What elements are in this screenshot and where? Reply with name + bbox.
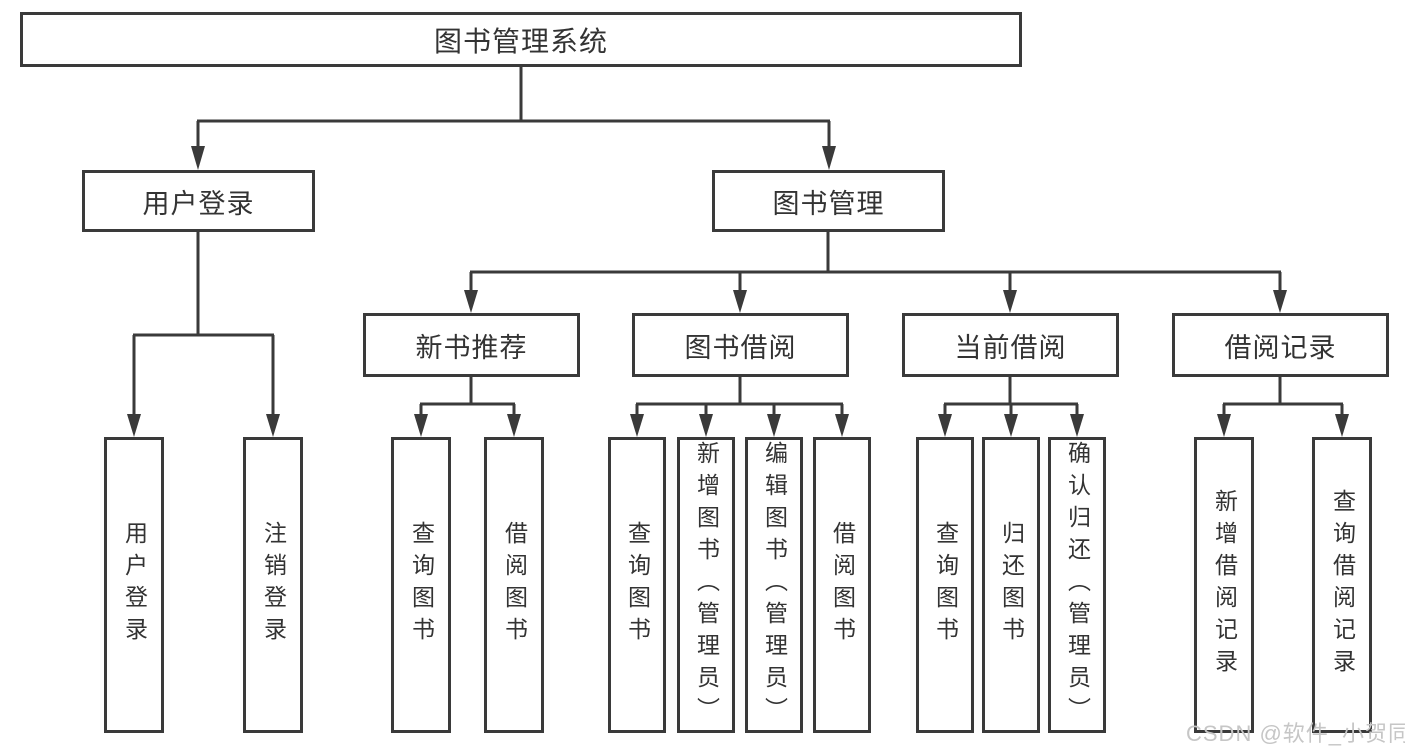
leaf-cb-confirm-return-admin: 确认归还（管理员）: [1048, 437, 1106, 733]
leaf-bb-add-books-admin: 新增图书（管理员）: [677, 437, 735, 733]
leaf-cb-return-books: 归还图书: [982, 437, 1040, 733]
node-user-login: 用户登录: [82, 170, 315, 232]
leaf-nb-query-books: 查询图书: [391, 437, 451, 733]
csdn-watermark: CSDN @软件_小贺同学: [1186, 721, 1405, 746]
node-book-management: 图书管理: [712, 170, 945, 232]
leaf-nb-borrow-books: 借阅图书: [484, 437, 544, 733]
node-book-borrowing: 图书借阅: [632, 313, 849, 377]
node-new-book-recommend: 新书推荐: [363, 313, 580, 377]
leaf-cb-query-books: 查询图书: [916, 437, 974, 733]
leaf-rec-query-borrow-record: 查询借阅记录: [1312, 437, 1372, 733]
node-borrowing-records: 借阅记录: [1172, 313, 1389, 377]
leaf-bb-query-books: 查询图书: [608, 437, 666, 733]
leaf-rec-add-borrow-record: 新增借阅记录: [1194, 437, 1254, 733]
leaf-user-login: 用户登录: [104, 437, 164, 733]
leaf-bb-borrow-books: 借阅图书: [813, 437, 871, 733]
leaf-logout: 注销登录: [243, 437, 303, 733]
leaf-bb-edit-books-admin: 编辑图书（管理员）: [745, 437, 803, 733]
node-root-system: 图书管理系统: [20, 12, 1022, 67]
node-current-borrowing: 当前借阅: [902, 313, 1119, 377]
